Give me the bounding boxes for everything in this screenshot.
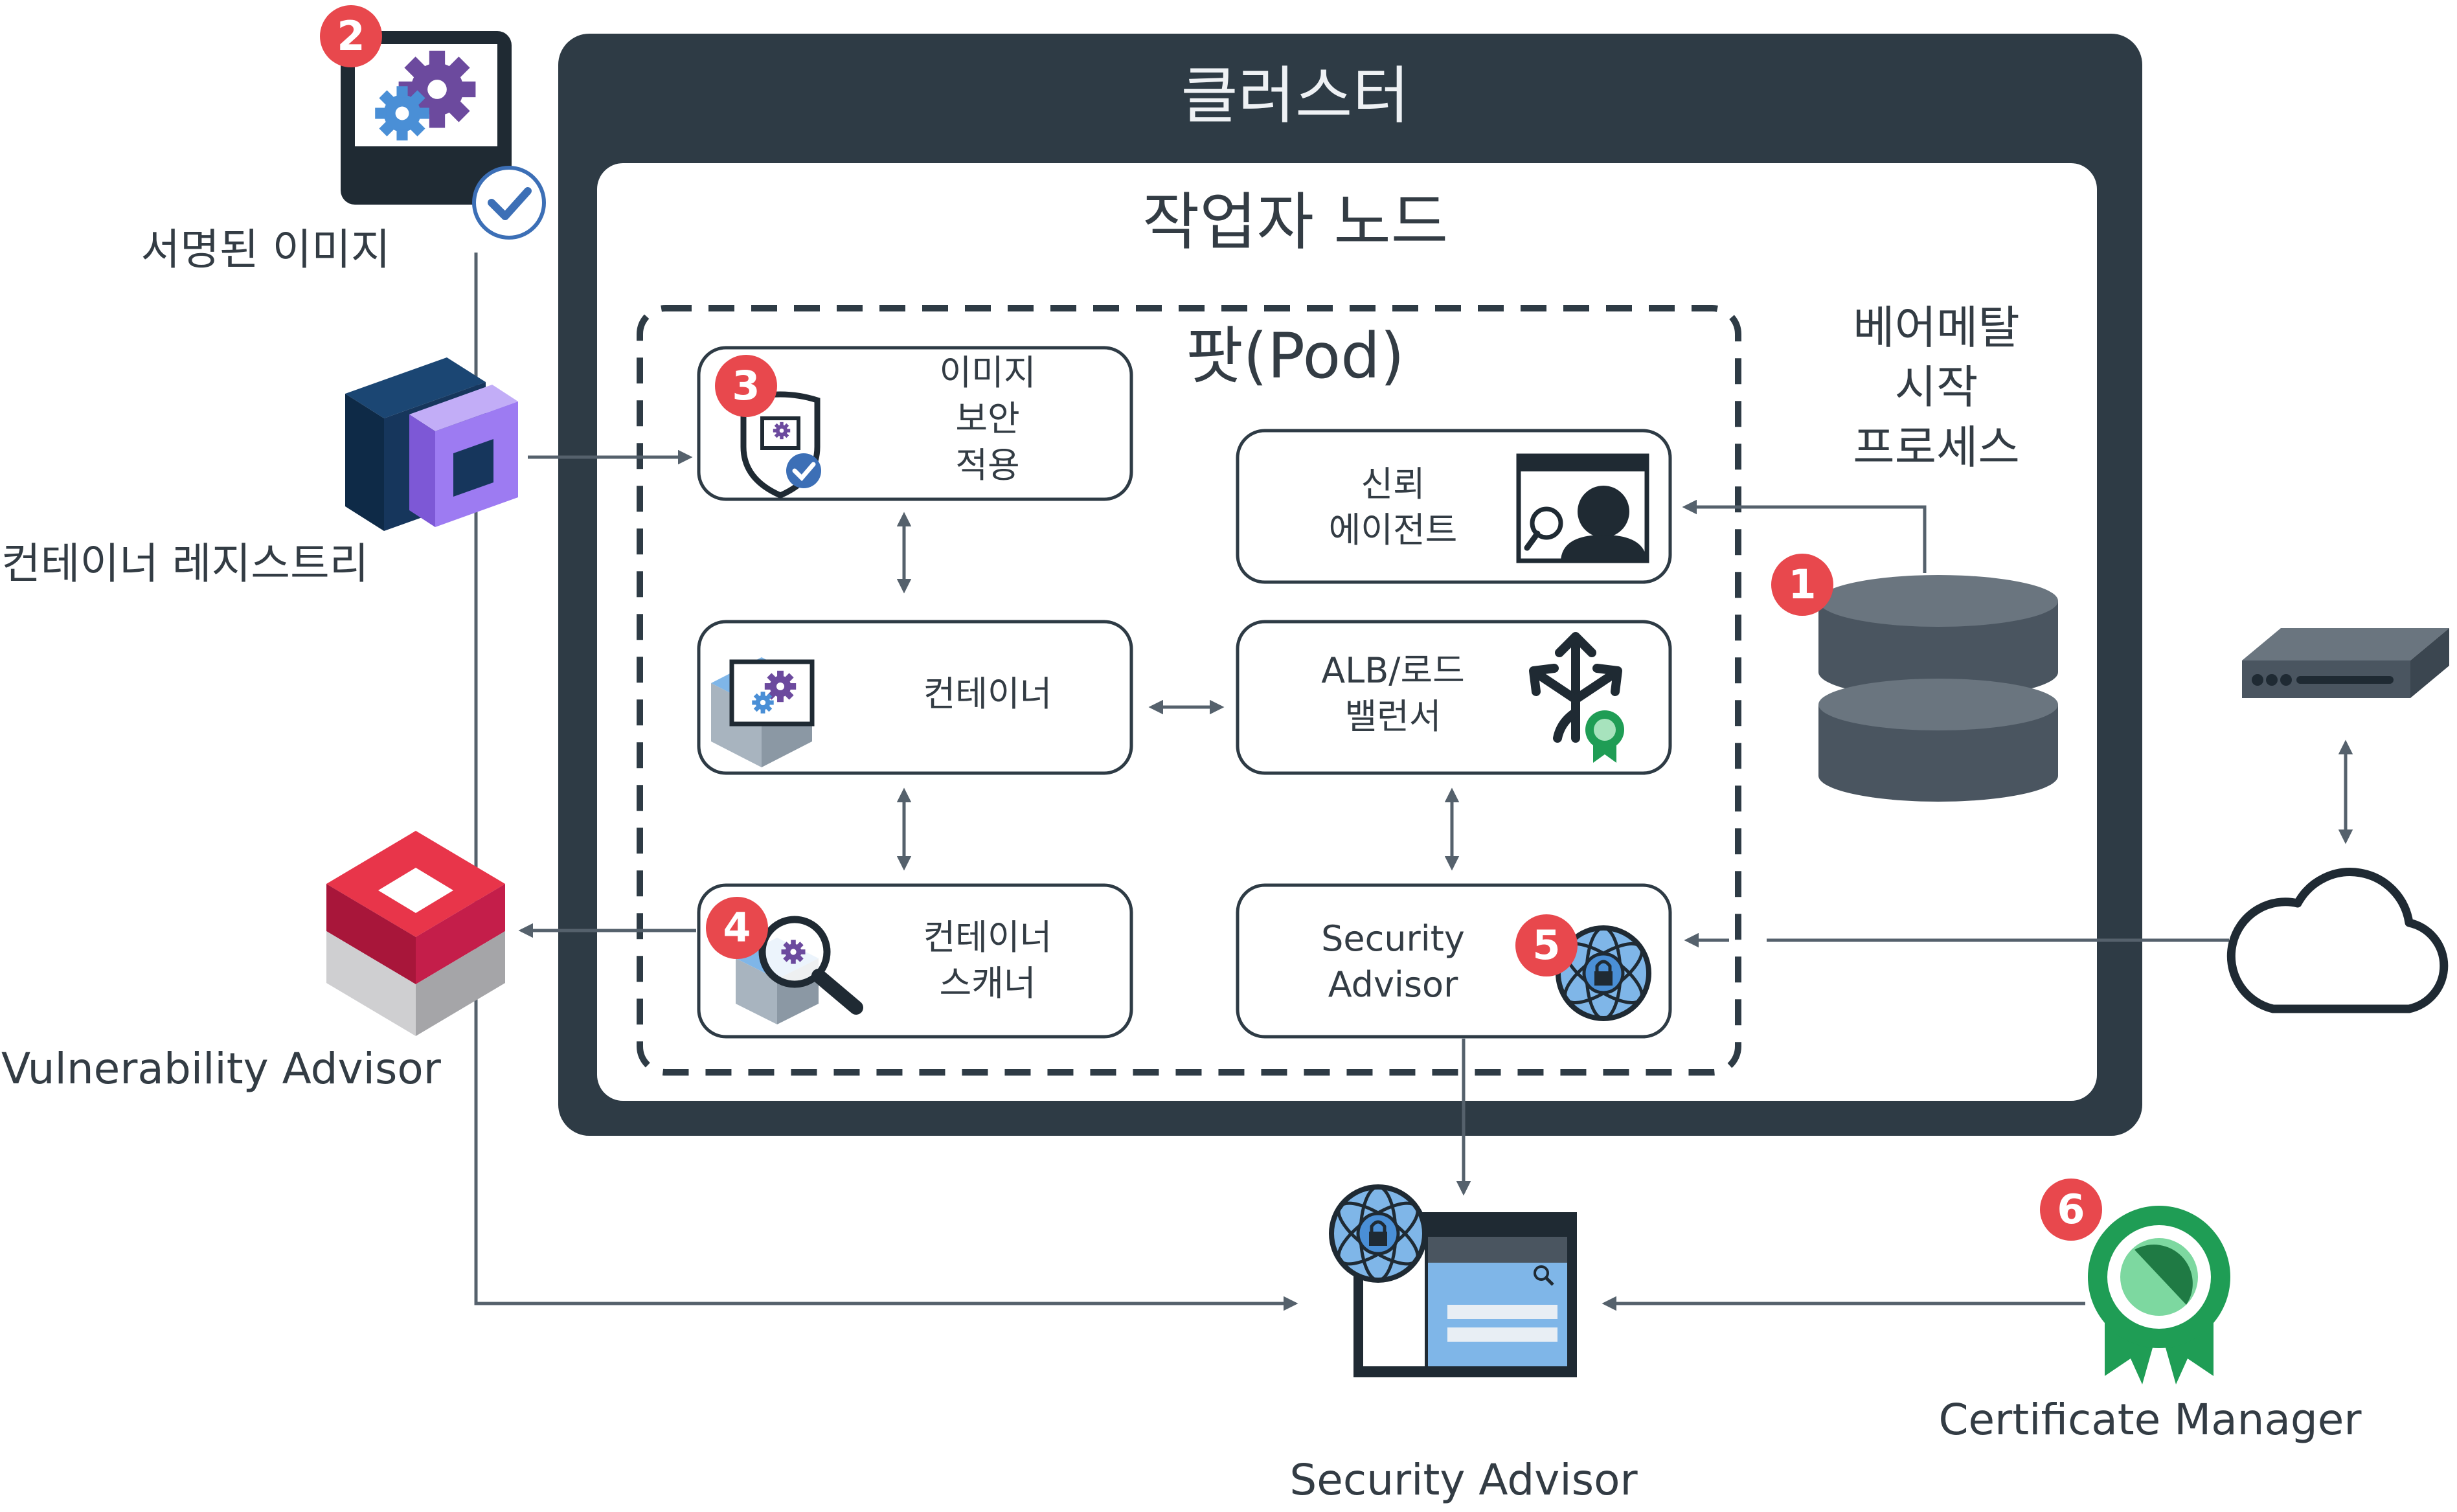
step-badge-1: 1	[1771, 554, 1833, 616]
security-advisor-label: Security Advisor	[1289, 1455, 1638, 1505]
person-icon	[1516, 453, 1649, 563]
certificate-manager-label: Certificate Manager	[1938, 1395, 2362, 1445]
connectors	[474, 253, 2353, 1311]
cloud-icon	[2226, 868, 2449, 1013]
signed-image-icon	[341, 31, 512, 205]
security-advisor-pod-label: Security Advisor	[1321, 918, 1465, 1006]
image-security-label: 이미지 보안 적용	[939, 352, 1036, 486]
alb-label: ALB/로드 밸런서	[1321, 650, 1465, 738]
vulnerability-advisor-label: Vulnerability Advisor	[1, 1044, 441, 1094]
certificate-ribbon-icon	[2088, 1206, 2230, 1384]
container-scanner-label: 컨테이너 스캐너	[923, 917, 1052, 1004]
trust-agent-label: 신뢰 에이전트	[1328, 464, 1458, 551]
network-icon	[1529, 632, 1622, 743]
cluster-title: 클러스터	[1181, 60, 1410, 132]
bare-metal-label: 베어메탈 시작 프로세스	[1853, 301, 2020, 474]
router-icon	[2242, 628, 2449, 698]
vulnerability-advisor-icon	[326, 831, 505, 1036]
alb-badge-icon	[1585, 710, 1624, 763]
step-badge-4: 4	[706, 897, 768, 959]
pod-frame	[637, 305, 1741, 1076]
signed-image-label: 서명된 이미지	[141, 225, 391, 275]
checkmark-icon	[472, 166, 546, 240]
container-registry-icon	[345, 357, 518, 531]
step-badge-2: 2	[320, 5, 382, 67]
worker-node-title: 작업자 노드	[1142, 186, 1449, 258]
container-registry-label: 컨테이너 레지스트리	[1, 539, 369, 589]
container-cube-icon	[711, 657, 815, 767]
step-badge-3: 3	[715, 355, 777, 417]
magnifier-icon	[758, 916, 863, 1015]
database-icon	[1818, 575, 2058, 802]
pod-title: 팟(Pod)	[1186, 320, 1405, 392]
step-badge-6: 6	[2040, 1179, 2102, 1241]
globe-lock-icon-large	[1329, 1184, 1427, 1283]
step-badge-5: 5	[1515, 914, 1578, 976]
container-label: 컨테이너	[923, 673, 1052, 714]
shield-icon	[740, 391, 821, 499]
